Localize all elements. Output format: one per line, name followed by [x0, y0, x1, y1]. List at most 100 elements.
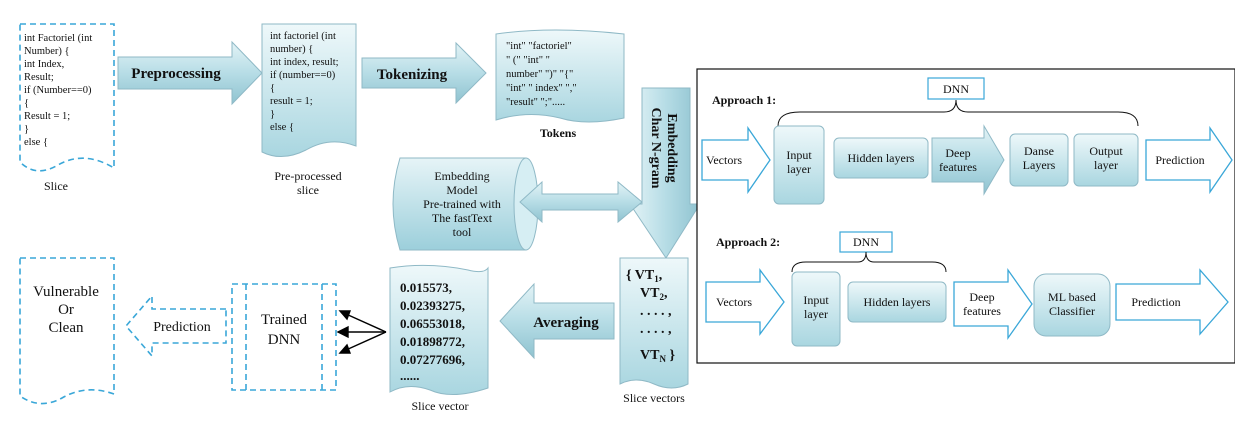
slice-code-line: Result; — [24, 72, 54, 83]
approach2-hidden-label: Hidden layers — [864, 295, 931, 309]
embedding-model-line: The fastText — [432, 211, 493, 225]
slice-vector-caption: Slice vector — [412, 399, 469, 413]
slice-vector-value: 0.02393275, — [400, 298, 465, 313]
slice-code-line: Number) { — [24, 46, 70, 57]
approach1-output-label-line1: Output — [1089, 144, 1123, 158]
approach2-prediction-arrow — [1115, 268, 1229, 336]
approach1-hidden-layers — [833, 137, 929, 179]
approach1-input-label-line1: Input — [786, 148, 812, 162]
slice-code: int Factoriel (int Number) { int Index, … — [24, 33, 92, 148]
tokens-caption: Tokens — [540, 126, 577, 140]
embedding-model-line: Embedding — [434, 169, 489, 183]
approach1-hidden-label: Hidden layers — [848, 151, 915, 165]
slice-code-line: } — [24, 124, 29, 135]
preprocessed-code: int factoriel (int number) { int index, … — [270, 31, 339, 133]
slice-vectors-box — [619, 257, 689, 389]
preprocessed-code-line: int factoriel (int — [270, 31, 336, 42]
embedding-arrow-label-line1: Char N-gram — [648, 107, 663, 188]
slice-vectors-caption: Slice vectors — [623, 391, 685, 405]
preprocessed-code-line: result = 1; — [270, 96, 313, 107]
tokenizing-label: Tokenizing — [377, 67, 448, 83]
approach1-deep-label-line2: features — [939, 160, 977, 174]
slice-document-outline — [19, 23, 115, 172]
prediction-label: Prediction — [153, 320, 211, 335]
output-line2: Or — [58, 302, 74, 318]
preprocessed-document — [261, 23, 357, 157]
slice-vector-value: 0.015573, — [400, 280, 452, 295]
approach1-vectors-label: Vectors — [706, 153, 742, 167]
slice-code-line: if (Number==0) — [24, 85, 92, 96]
approach2-title: Approach 2: — [716, 235, 780, 249]
approach2-ml-label-line1: ML based — [1048, 290, 1096, 304]
tokens-line: "result" ";"..... — [506, 97, 565, 108]
slice-vectors-line: . . . . , — [640, 322, 672, 337]
slice-vectors-line: . . . . , — [640, 304, 672, 319]
approach2-deep-label-line1: Deep — [969, 290, 994, 304]
embedding-model-line: Model — [446, 183, 478, 197]
approach1-prediction-arrow — [1145, 125, 1233, 195]
approach2-deep-label-line2: features — [963, 304, 1001, 318]
approach1-dnn-brace — [777, 99, 1139, 127]
slice-vectors-line: { VT1, — [626, 268, 662, 284]
preprocessed-code-line: int index, result; — [270, 57, 339, 68]
slice-code-line: { — [24, 98, 29, 109]
approach2-deep-features-arrow — [953, 267, 1033, 341]
approach2-input-label-line1: Input — [803, 293, 829, 307]
preprocessing-arrow — [117, 40, 263, 106]
tokens-box — [495, 29, 625, 123]
output-document-outline — [19, 257, 115, 405]
preprocessed-caption-line1: Pre-processed — [274, 169, 341, 183]
approach2-dnn-brace — [791, 251, 947, 273]
approach1-deep-label-line1: Deep — [945, 146, 970, 160]
output-line1: Vulnerable — [33, 284, 99, 300]
approach1-vectors-arrow — [701, 125, 771, 195]
approach1-deep-features-arrow — [931, 124, 1005, 196]
approach1-output-label-line2: layer — [1094, 158, 1118, 172]
slice-vector-value: 0.07277696, — [400, 352, 465, 367]
tokenizing-arrow — [361, 41, 487, 105]
approach2-vectors-label: Vectors — [716, 295, 752, 309]
prediction-arrow — [124, 293, 227, 359]
approach1-input-label-line2: layer — [787, 162, 811, 176]
embedding-model-line: tool — [453, 225, 472, 239]
approach2-hidden-layers — [847, 281, 947, 323]
slice-code-line: else { — [24, 137, 48, 148]
slice-vectors-line: VTN } — [640, 348, 675, 364]
slice-vector-value: 0.01898772, — [400, 334, 465, 349]
preprocessed-code-line: { — [270, 83, 275, 94]
embedding-model-line: Pre-trained with — [423, 197, 501, 211]
trained-dnn-label-line1: Trained — [261, 312, 308, 328]
slice-caption: Slice — [44, 179, 68, 193]
approach2-input-label-line2: layer — [804, 307, 828, 321]
slice-code-line: int Index, — [24, 59, 64, 70]
approach1-danse-label-line2: Layers — [1023, 158, 1056, 172]
approach1-prediction-label: Prediction — [1155, 153, 1204, 167]
slice-vector-value: 0.06553018, — [400, 316, 465, 331]
slice-code-line: int Factoriel (int — [24, 33, 92, 44]
slice-vector-value: ...... — [400, 368, 420, 383]
preprocessing-label: Preprocessing — [131, 66, 221, 82]
averaging-arrow — [499, 282, 615, 360]
approach2-prediction-label: Prediction — [1131, 295, 1180, 309]
embedding-arrow-label-line2: Embedding — [664, 113, 679, 182]
slice-vector-values: 0.015573, 0.02393275, 0.06553018, 0.0189… — [400, 280, 465, 383]
approach1-input-layer — [773, 125, 825, 205]
tokens-list: "int" "factoriel" " (" "int" " number" "… — [506, 41, 577, 108]
approach1-danse-label-line1: Danse — [1024, 144, 1054, 158]
preprocessed-code-line: number) { — [270, 44, 313, 55]
slice-vectors-list: { VT1, VT2, . . . . , . . . . , VTN } — [626, 268, 675, 364]
approach2-ml-label-line2: Classifier — [1049, 304, 1095, 318]
tokens-line: "int" "factoriel" — [506, 41, 572, 52]
slice-vectors-line: VT2, — [640, 286, 667, 302]
slice-code-line: Result = 1; — [24, 111, 70, 122]
approach1-danse-layers — [1009, 133, 1069, 187]
approach1-output-layer — [1073, 133, 1139, 187]
trained-dnn-outer-box — [231, 283, 337, 391]
approach1-dnn-label-box — [927, 77, 985, 100]
approach2-dnn-label: DNN — [853, 235, 879, 249]
vector-to-dnn-arrows — [336, 310, 387, 354]
approach2-vectors-arrow — [705, 268, 785, 336]
preprocessed-caption-line2: slice — [297, 183, 319, 197]
model-embedding-double-arrow — [519, 180, 643, 224]
